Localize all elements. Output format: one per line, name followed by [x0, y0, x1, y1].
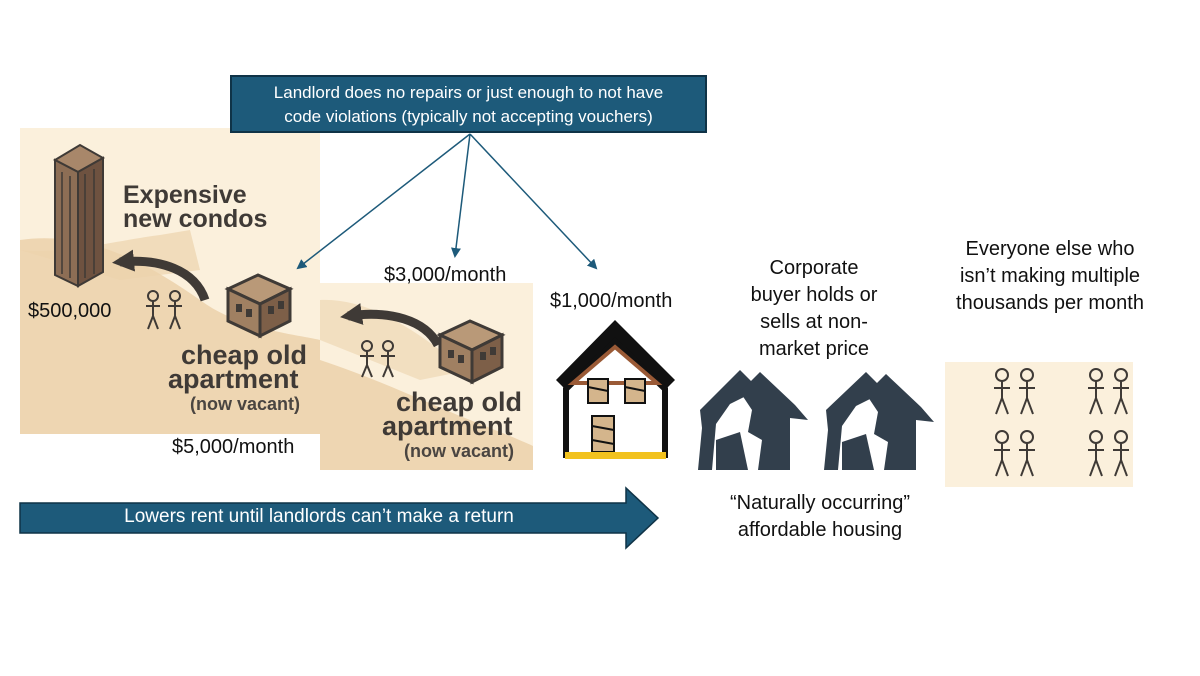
callout-line-1: Landlord does no repairs or just enough … [273, 83, 664, 102]
condos-title-line-1: Expensive [123, 181, 247, 209]
curved-arrow-icon [340, 303, 442, 348]
ruined-house-icon [698, 370, 808, 470]
people-icon [360, 340, 395, 378]
rent-5000: $5,000/month [172, 436, 295, 458]
corporate-line-3: sells at non- [760, 311, 868, 333]
apartment1-line-1: cheap old [181, 340, 308, 370]
apartment2-line-1: cheap old [396, 387, 523, 417]
apartment1-line-3: (now vacant) [190, 394, 301, 414]
noah-line-1: “Naturally occurring” [729, 492, 911, 514]
apartment-icon [224, 273, 294, 339]
rent-1000: $1,000/month [550, 290, 673, 312]
everyone-else-text: Everyone else who isn’t making multiple … [935, 236, 1165, 317]
apartment1-line-2: apartment [168, 364, 299, 394]
apartment2-line-3: (now vacant) [404, 441, 515, 461]
panel1-path [20, 238, 320, 434]
everyone-line-1: Everyone else who [965, 238, 1135, 260]
noah-text: “Naturally occurring” affordable housing [700, 490, 940, 544]
boarded-house-icon [556, 320, 675, 459]
condos-title-line-2: new condos [123, 205, 268, 233]
noah-line-2: affordable housing [737, 519, 903, 541]
everyone-line-3: thousands per month [956, 292, 1144, 314]
corporate-line-4: market price [758, 338, 870, 360]
apartment2-line-2: apartment [382, 411, 513, 441]
condo-price: $500,000 [28, 300, 112, 322]
people-panel [945, 362, 1133, 487]
corporate-buyer-text: Corporate buyer holds or sells at non- m… [724, 255, 904, 363]
condo-tower-icon [52, 143, 106, 288]
corporate-line-1: Corporate [769, 257, 859, 279]
bottom-arrow-label: Lowers rent until landlords can’t make a… [124, 506, 514, 527]
ruined-house-icon [824, 372, 934, 470]
panel2-path [320, 360, 533, 470]
curved-arrow-icon [112, 249, 210, 302]
panel1-path-upper [20, 230, 200, 280]
rent-3000: $3,000/month [384, 264, 507, 286]
callout-line-2: code violations (typically not accepting… [284, 107, 653, 126]
bottom-arrow-shape [19, 486, 660, 550]
apartment-icon [436, 319, 506, 385]
landlord-callout: Landlord does no repairs or just enough … [230, 75, 707, 133]
everyone-line-2: isn’t making multiple [959, 265, 1141, 287]
people-icon [994, 368, 1129, 477]
people-icon [146, 290, 182, 330]
corporate-line-2: buyer holds or [750, 284, 878, 306]
